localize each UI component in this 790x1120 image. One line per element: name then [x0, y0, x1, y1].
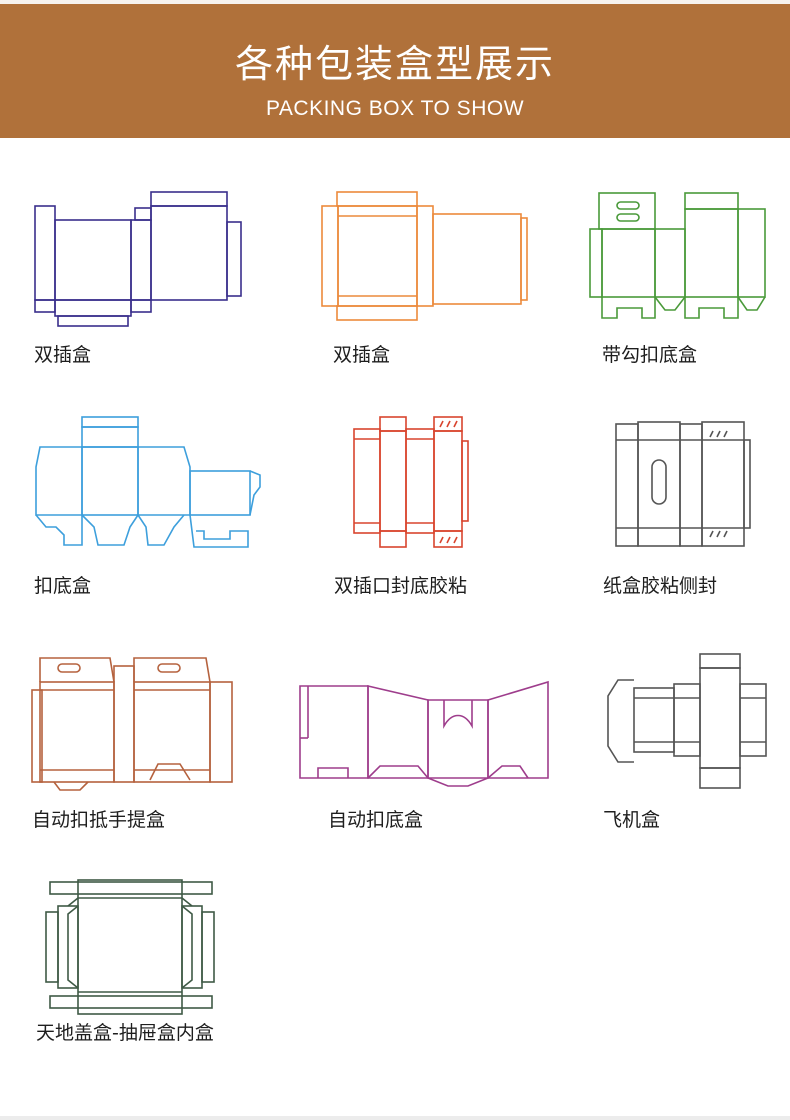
double-tuck-box-diagram-purple: [34, 191, 242, 327]
box-label-2: 双插盒: [333, 344, 391, 366]
box-label-10: 天地盖盒-抽屉盒内盒: [36, 1022, 214, 1044]
box-item-2: [321, 190, 531, 330]
box-item-10: [44, 878, 216, 1018]
box-item-1: [34, 190, 244, 330]
box-label-5: 双插口封底胶粘: [334, 575, 468, 597]
page-title: 各种包装盒型展示: [234, 42, 555, 86]
box-item-8: [298, 678, 553, 788]
box-label-1: 双插盒: [34, 344, 92, 366]
hook-lock-bottom-box-diagram: [589, 192, 766, 319]
top-strip: [0, 0, 790, 4]
auto-lock-bottom-box-diagram: [299, 680, 549, 787]
airplane-box-diagram: [607, 653, 767, 789]
box-item-6: [614, 420, 754, 550]
box-label-7: 自动扣抵手提盒: [32, 809, 166, 831]
box-item-3: [587, 190, 767, 330]
box-label-9: 飞机盒: [603, 809, 661, 831]
box-item-7: [30, 652, 240, 792]
glued-bottom-tuck-box-diagram: [353, 416, 469, 548]
box-item-4: [34, 415, 264, 555]
lid-base-drawer-box-diagram: [45, 879, 215, 1015]
box-item-9: [604, 652, 769, 792]
box-label-3: 带勾扣底盒: [602, 344, 698, 366]
header-banner: 各种包装盒型展示 PACKING BOX TO SHOW: [0, 4, 790, 138]
box-label-8: 自动扣底盒: [328, 809, 424, 831]
side-glued-paper-box-diagram: [615, 421, 751, 547]
bottom-divider: [0, 1116, 790, 1120]
box-item-5: [352, 415, 472, 555]
box-label-6: 纸盒胶粘侧封: [603, 575, 718, 597]
auto-lock-handle-box-diagram: [31, 657, 233, 791]
page-subtitle: PACKING BOX TO SHOW: [265, 97, 525, 120]
box-label-4: 扣底盒: [34, 575, 92, 597]
double-tuck-box-diagram-orange: [321, 191, 528, 321]
snap-lock-bottom-box-diagram: [35, 416, 261, 548]
